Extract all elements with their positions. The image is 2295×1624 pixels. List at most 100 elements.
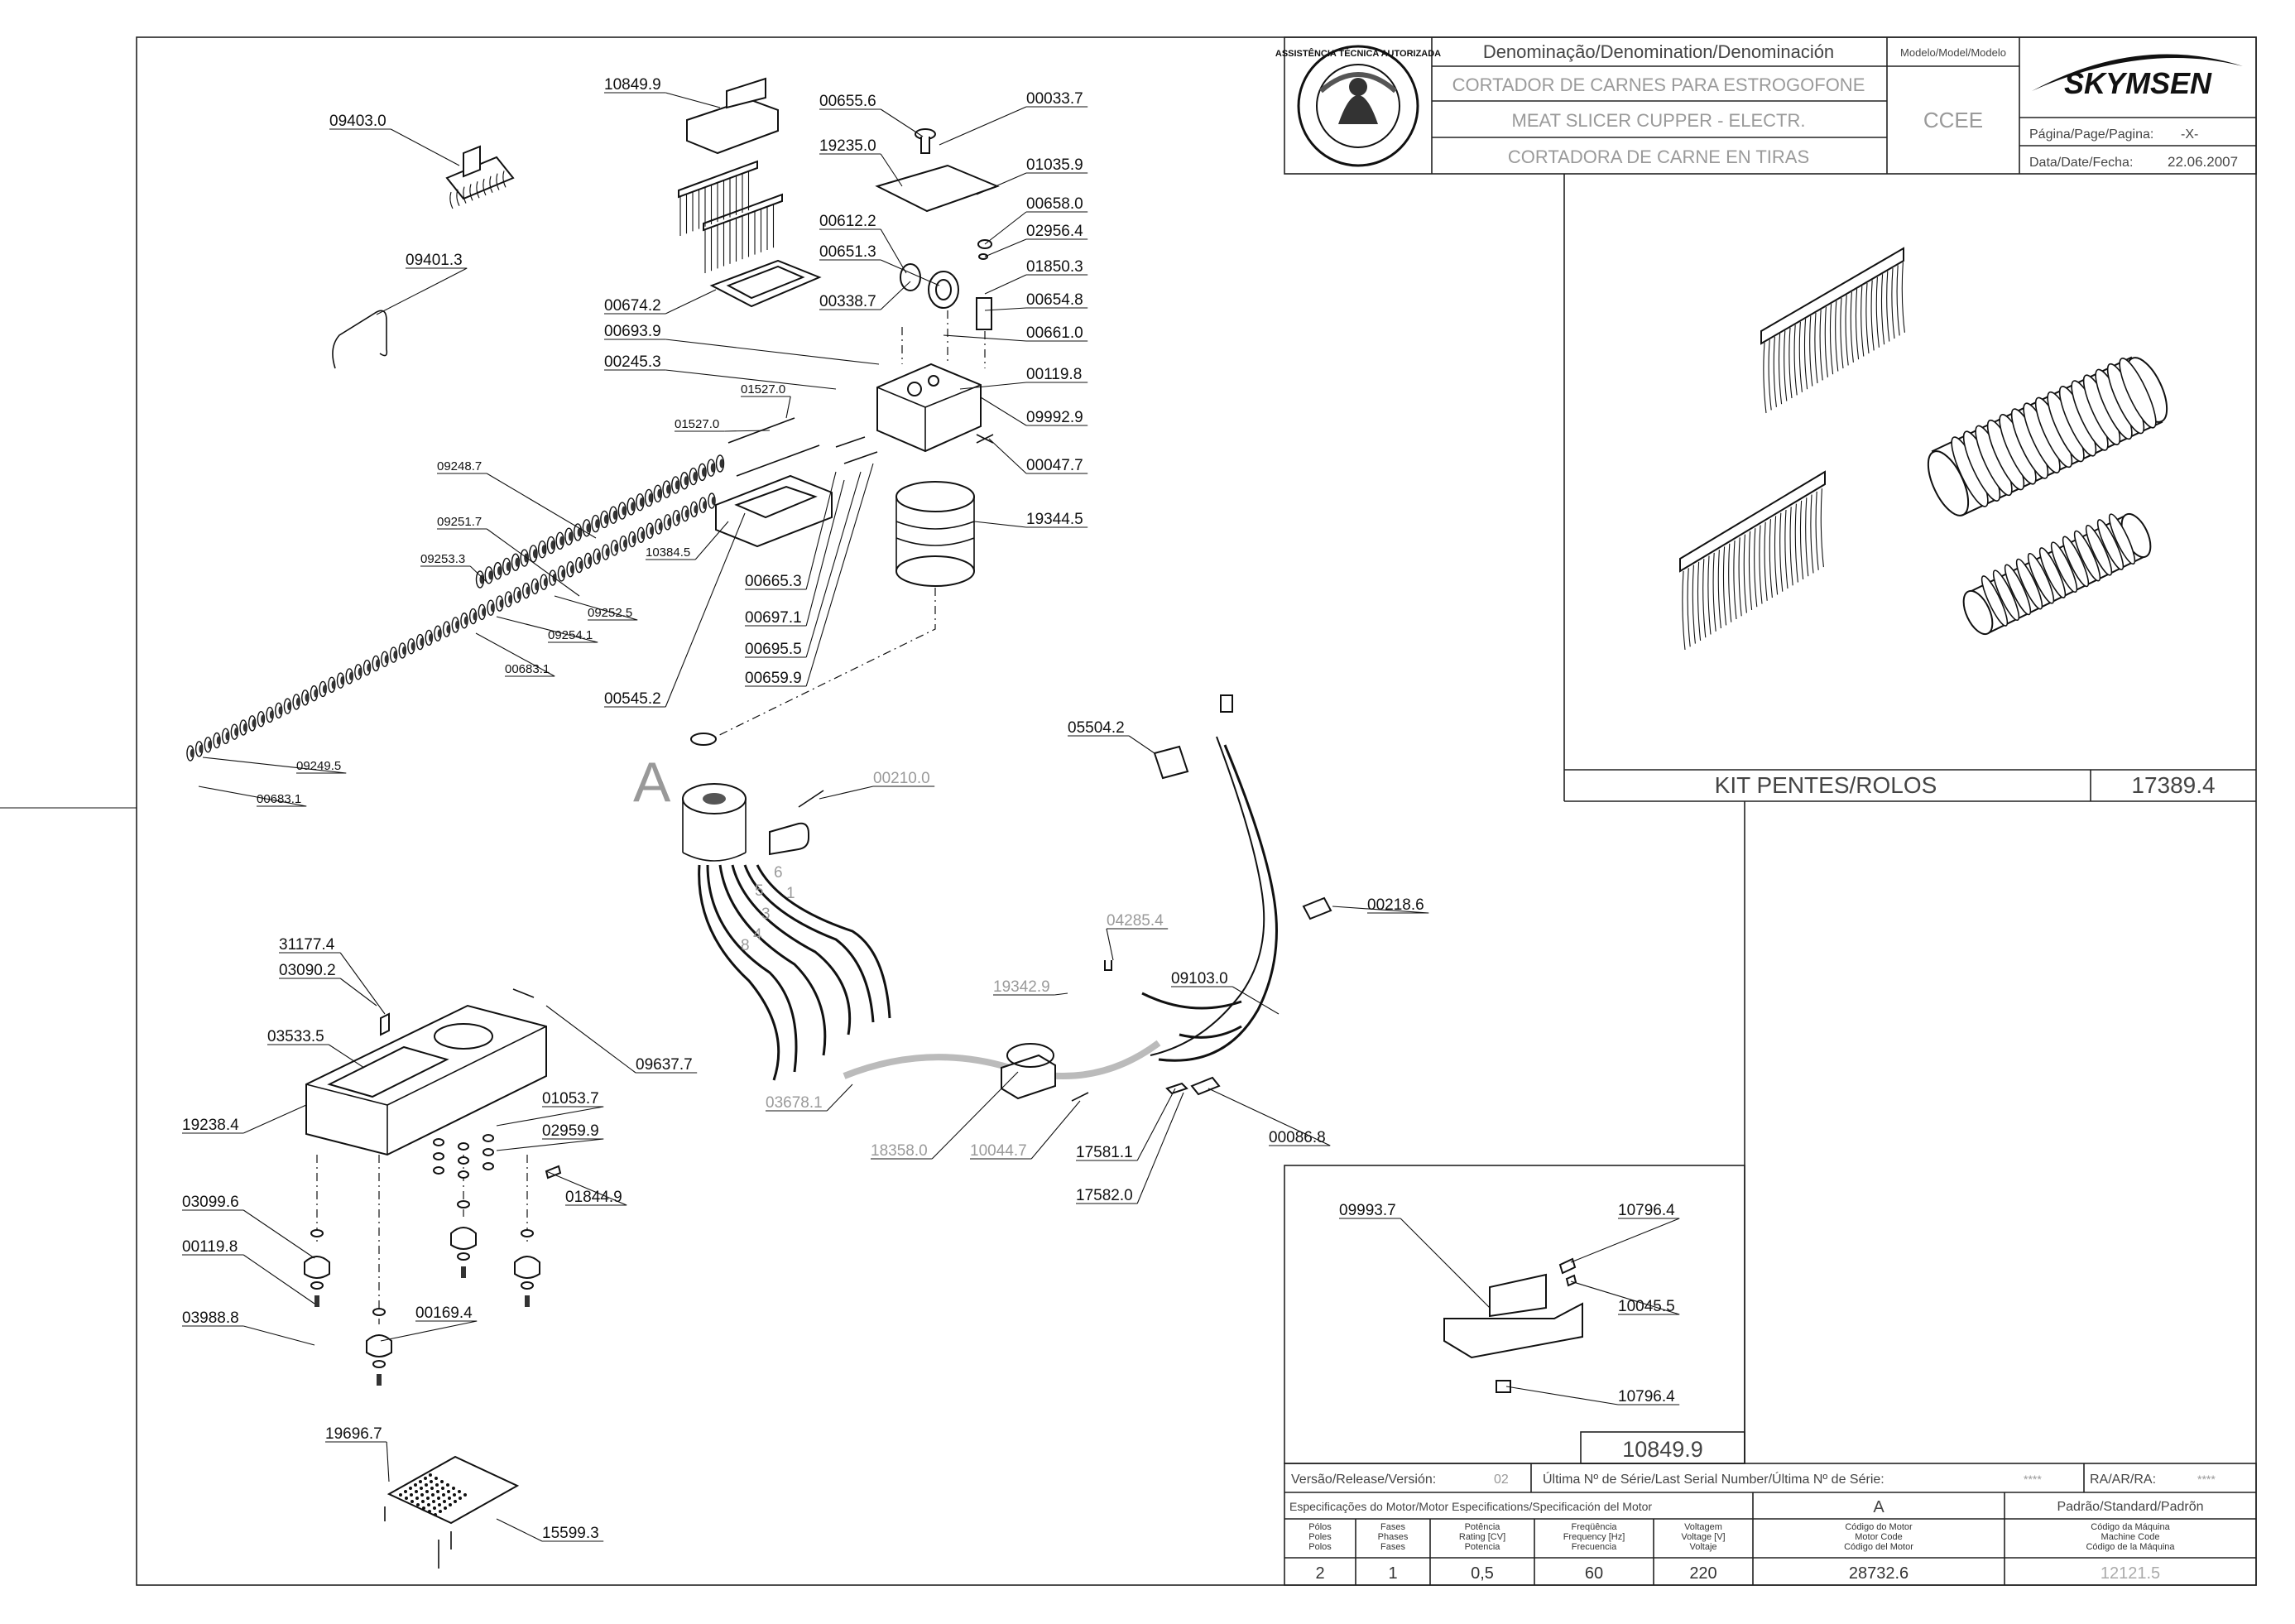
part-label: 10045.5 [1570,1280,1680,1315]
model-value: CCEE [1923,108,1983,132]
header-model: Modelo/Model/Modelo [1900,46,2006,59]
part-number: 19344.5 [1026,511,1083,528]
part-number: 00693.9 [604,323,661,340]
part-number: 00683.1 [505,662,550,676]
wire-number: 6 [774,864,783,882]
serial-value: **** [2024,1473,2042,1486]
part-label: 00697.1 [745,479,845,627]
part-label: 09103.0 [1171,970,1280,1015]
subassembly-code: 10849.9 [1622,1437,1703,1462]
part-number: 19342.9 [993,978,1050,996]
footer-column-header: Voltagem [1684,1522,1722,1532]
part-label: 00033.7 [939,90,1088,146]
part-number: 00338.7 [819,293,876,310]
part-label: 10044.7 [970,1100,1081,1160]
part-label: 01527.0 [741,382,791,419]
footer-column-header: Código do Motor [1845,1522,1913,1532]
part-number: 09637.7 [636,1056,693,1074]
footer-column-header: Frecuencia [1572,1542,1617,1552]
seal-text: ASSISTÊNCIA TÉCNICA AUTORIZADA [1275,48,1441,59]
cutting-head-assembly [186,77,1000,762]
part-number: 00654.8 [1026,291,1083,309]
ra-value: **** [2197,1473,2216,1486]
part-label: 00119.8 [182,1238,315,1304]
footer-column-value: 60 [1585,1564,1603,1583]
footer-column-value: 1 [1388,1564,1397,1583]
part-number: 01053.7 [542,1090,599,1107]
footer-column-header: Poles [1308,1532,1332,1542]
part-label: 02959.9 [496,1122,604,1151]
part-label: 03099.6 [182,1194,315,1259]
part-number: 17582.0 [1076,1187,1133,1204]
part-number: 00210.0 [873,770,930,787]
part-label: 03090.2 [279,962,377,1007]
part-label: 05504.2 [1068,719,1155,754]
part-label: 09251.7 [437,515,580,597]
part-number: 00218.6 [1367,896,1424,914]
part-label: 17582.0 [1076,1092,1184,1204]
part-label: 00658.0 [984,195,1088,245]
part-label: 00651.3 [819,243,940,286]
part-label: 00338.7 [819,281,911,310]
part-label: 01053.7 [496,1090,604,1127]
base-assembly [304,988,562,1569]
header-denomination: Denominação/Denomination/Denominación [1483,41,1834,62]
part-label: 00047.7 [988,438,1088,474]
footer-column-header: Frequency [Hz] [1563,1532,1625,1542]
part-number: 09253.3 [420,552,465,566]
footer-column-value: 0,5 [1471,1564,1494,1583]
part-label: 03533.5 [267,1028,365,1069]
date-value: 22.06.2007 [2168,154,2238,170]
part-number: 09249.5 [296,759,341,773]
drawing-border [136,36,2257,1586]
part-number: 05504.2 [1068,719,1125,737]
footer-column-header: Polos [1308,1542,1332,1552]
part-label: 09403.0 [329,113,460,166]
part-number: 04285.4 [1107,912,1164,930]
part-number: 17581.1 [1076,1144,1133,1161]
footer-column-header: Voltaje [1689,1542,1716,1552]
footer-column-header: Código de la Máquina [2086,1542,2175,1552]
part-number: 01850.3 [1026,258,1083,276]
part-number: 19238.4 [182,1117,239,1134]
part-label: 00654.8 [984,291,1088,311]
part-label: 09637.7 [545,1005,698,1074]
part-label: 03988.8 [182,1309,315,1346]
part-label: 19238.4 [182,1104,307,1134]
part-label: 00210.0 [819,770,935,800]
part-label: 00545.2 [604,512,746,708]
page-value: -X- [2181,127,2198,142]
part-number: 03099.6 [182,1194,239,1211]
kit-title: KIT PENTES/ROLOS [1715,772,1937,798]
part-label: 09248.7 [437,459,597,539]
footer-column-header: Voltage [V] [1681,1532,1725,1542]
part-label: 00119.8 [959,366,1088,390]
part-label: 17581.1 [1076,1088,1176,1161]
version-value: 02 [1494,1473,1509,1487]
part-number: 00658.0 [1026,195,1083,213]
part-number: 03988.8 [182,1309,239,1327]
part-label: 00661.0 [943,324,1088,342]
part-number: 09401.3 [406,252,463,269]
product-name-es: CORTADORA DE CARNE EN TIRAS [1508,147,1809,167]
part-number: 00545.2 [604,690,661,708]
skymsen-logo: SKYMSEN [2032,54,2243,100]
part-label: 19696.7 [325,1425,390,1482]
roller-lower [1962,512,2152,636]
part-number: 09993.7 [1339,1202,1396,1219]
part-number: 10796.4 [1618,1202,1675,1219]
part-label: 00655.6 [819,93,924,137]
part-label: 09401.3 [376,252,468,315]
part-number: 00086.8 [1269,1129,1326,1146]
footer-column-value: 28732.6 [1849,1564,1908,1583]
part-label: 00665.3 [745,471,837,590]
footer-column-value: 220 [1689,1564,1716,1583]
part-number: 00674.2 [604,297,661,315]
section-marker: A [633,751,671,814]
footer-column-header: Fases [1380,1542,1405,1552]
part-number: 00695.5 [745,641,802,658]
part-label: 10796.4 [1570,1202,1680,1263]
authorized-service-seal: ASSISTÊNCIA TÉCNICA AUTORIZADA [1275,45,1441,167]
part-label: 00683.1 [475,632,555,677]
